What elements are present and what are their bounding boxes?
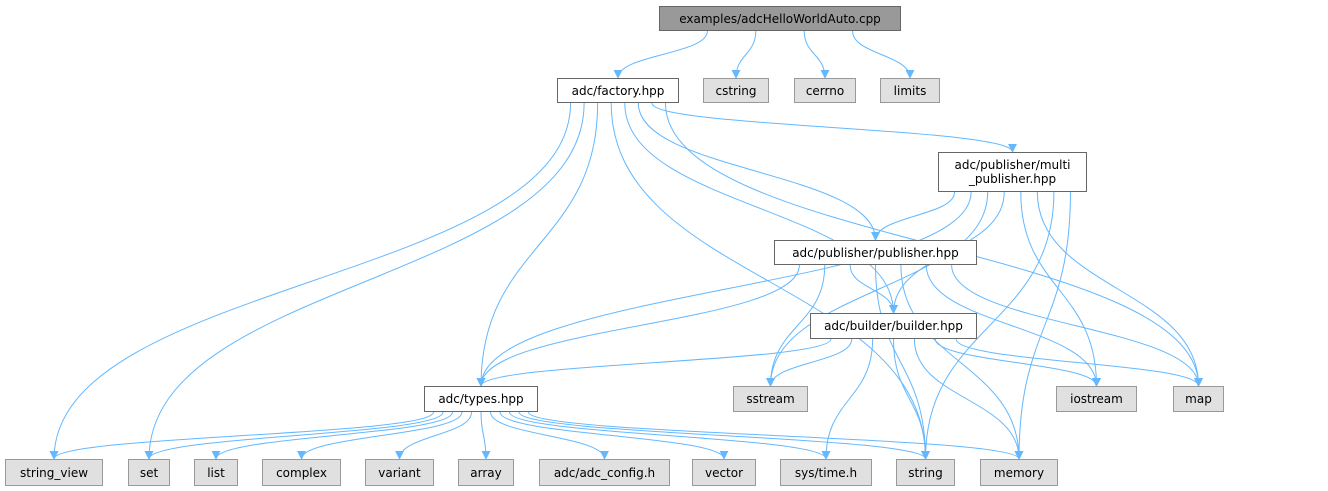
- edge-factory-to-set: [144, 102, 585, 460]
- edge-factory-to-builder: [624, 102, 898, 314]
- edge-types-to-adc_config: [490, 411, 609, 460]
- node-limits[interactable]: limits: [880, 78, 940, 103]
- edge-publisher-to-string: [875, 264, 930, 460]
- edge-builder-to-map: [955, 338, 1203, 387]
- edge-types-to-set: [144, 411, 444, 460]
- edge-multi-to-types: [476, 191, 972, 387]
- edge-factory-to-types: [476, 102, 599, 387]
- node-adc-config[interactable]: adc/adc_config.h: [539, 459, 670, 486]
- node-vector[interactable]: vector: [692, 459, 756, 486]
- node-string-view[interactable]: string_view: [5, 459, 103, 486]
- edge-types-to-array: [480, 411, 491, 460]
- edge-factory-to-multi: [651, 102, 1017, 153]
- edge-publisher-to-memory: [900, 264, 1024, 460]
- edge-types-to-systime: [509, 411, 831, 460]
- edge-builder-to-types: [476, 338, 832, 387]
- edge-multi-to-map: [1036, 191, 1203, 387]
- edge-multi-to-memory: [1014, 191, 1071, 460]
- edge-builder-to-iostream: [934, 338, 1101, 387]
- node-cerrno[interactable]: cerrno: [794, 78, 856, 103]
- edge-main-to-cerrno: [803, 30, 830, 79]
- node-memory[interactable]: memory: [980, 459, 1058, 486]
- edge-main-to-cstring: [731, 30, 757, 79]
- node-variant[interactable]: variant: [365, 459, 434, 486]
- edge-publisher-to-iostream: [925, 264, 1101, 387]
- edge-multi-to-string: [921, 191, 1055, 460]
- edge-builder-to-memory: [913, 338, 1024, 460]
- node-publisher[interactable]: adc/publisher/publisher.hpp: [774, 240, 977, 265]
- node-systime[interactable]: sys/time.h: [780, 459, 872, 486]
- node-multi[interactable]: adc/publisher/multi _publisher.hpp: [938, 152, 1087, 192]
- node-sstream[interactable]: sstream: [733, 386, 808, 412]
- edge-types-to-string_view: [49, 411, 434, 460]
- edge-types-to-variant: [395, 411, 472, 460]
- edge-publisher-to-sstream: [766, 264, 826, 387]
- edge-main-to-limits: [852, 30, 915, 79]
- node-set[interactable]: set: [128, 459, 170, 486]
- node-types[interactable]: adc/types.hpp: [424, 386, 538, 412]
- edge-builder-to-systime: [821, 338, 874, 460]
- edge-factory-to-string_view: [49, 102, 572, 460]
- node-array[interactable]: array: [458, 459, 514, 486]
- edge-multi-to-publisher: [871, 191, 956, 241]
- edge-builder-to-string: [893, 338, 930, 460]
- node-main[interactable]: examples/adcHelloWorldAuto.cpp: [659, 6, 901, 31]
- node-builder[interactable]: adc/builder/builder.hpp: [810, 313, 977, 339]
- edge-types-to-string: [518, 411, 930, 460]
- edge-types-to-memory: [528, 411, 1024, 460]
- node-factory[interactable]: adc/factory.hpp: [557, 78, 679, 103]
- edge-types-to-list: [211, 411, 453, 460]
- node-map[interactable]: map: [1173, 386, 1224, 412]
- edge-publisher-to-map: [951, 264, 1203, 387]
- edge-types-to-complex: [297, 411, 463, 460]
- edge-types-to-vector: [499, 411, 729, 460]
- node-iostream[interactable]: iostream: [1056, 386, 1137, 412]
- edge-multi-to-sstream: [766, 191, 989, 387]
- node-cstring[interactable]: cstring: [703, 78, 769, 103]
- edge-publisher-to-types: [476, 264, 800, 387]
- node-list[interactable]: list: [194, 459, 238, 486]
- edge-publisher-to-builder: [849, 264, 898, 314]
- node-string[interactable]: string: [896, 459, 955, 486]
- edge-factory-to-publisher: [637, 102, 880, 241]
- edge-builder-to-sstream: [766, 338, 853, 387]
- edge-multi-to-iostream: [1020, 191, 1101, 387]
- node-complex[interactable]: complex: [262, 459, 341, 486]
- edge-main-to-factory: [613, 30, 708, 79]
